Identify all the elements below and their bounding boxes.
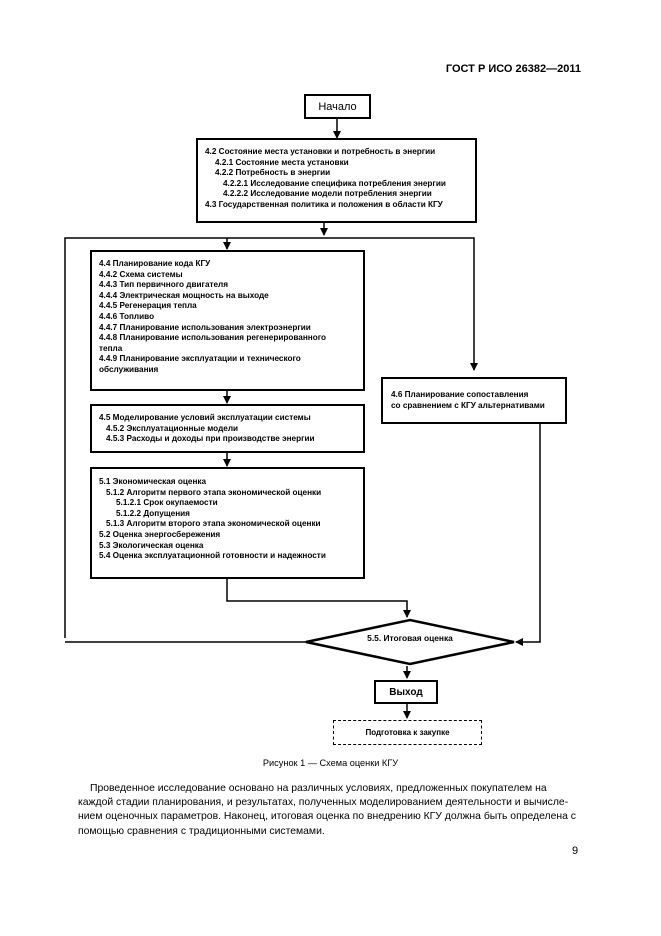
planning-line-3: 4.4.3 Тип первичного двигателя: [99, 280, 229, 290]
start-label: Начало: [318, 100, 357, 113]
site-line-3: 4.2.2 Потребность в энергии: [215, 168, 331, 178]
evaluation-line-3: 5.1.2.1 Срок окупаемости: [116, 498, 218, 508]
planning-line-9: тепла: [99, 343, 123, 353]
modeling-box: 4.5 Моделирование условий эксплуатации с…: [90, 404, 365, 453]
planning-box: 4.4 Планирование кода КГУ 4.4.2 Схема си…: [90, 250, 365, 391]
site-line-5: 4.2.2.2 Исследование модели потребления …: [223, 189, 432, 199]
evaluation-line-1: 5.1 Экономическая оценка: [99, 477, 207, 486]
planning-line-5: 4.4.5 Регенерация тепла: [99, 301, 197, 311]
planning-line-2: 4.4.2 Схема системы: [99, 269, 183, 279]
planning-line-11: обслуживания: [99, 364, 159, 374]
purchase-preparation-box: Подготовка к закупке: [333, 720, 482, 745]
evaluation-line-4: 5.1.2.2 Допущения: [116, 508, 190, 518]
decision-label: 5.5. Итоговая оценка: [367, 633, 453, 643]
paragraph-line-1: Проведенное исследование основано на раз…: [90, 783, 547, 794]
exit-node: Выход: [374, 680, 438, 704]
planning-line-6: 4.4.6 Топливо: [99, 311, 155, 321]
document-code: ГОСТ Р ИСО 26382—2011: [445, 63, 581, 75]
evaluation-line-2: 5.1.2 Алгоритм первого этапа экономическ…: [106, 487, 322, 497]
start-node: Начало: [304, 94, 371, 119]
planning-line-10: 4.4.9 Планирование эксплуатации и технич…: [99, 354, 301, 364]
modeling-line-3: 4.5.3 Расходы и доходы при производстве …: [106, 434, 315, 444]
planning-line-7: 4.4.7 Планирование использования электро…: [99, 322, 311, 332]
modeling-line-1: 4.5 Моделирование условий эксплуатации с…: [99, 413, 311, 422]
modeling-line-2: 4.5.2 Эксплуатационные модели: [106, 423, 239, 433]
comparison-line-1: 4.6 Планирование сопоставления: [391, 390, 529, 399]
paragraph-line-4: помощью сравнения с традиционными систем…: [78, 825, 325, 837]
body-paragraph: Проведенное исследование основано на раз…: [78, 782, 582, 839]
site-line-1: 4.2 Состояние места установки и потребно…: [205, 147, 436, 156]
exit-label: Выход: [389, 686, 423, 698]
paragraph-line-3: нием оценочных параметров. Наконец, итог…: [78, 811, 576, 823]
page-number: 9: [572, 845, 579, 857]
comparison-line-2: со сравнением с КГУ альтернативами: [391, 400, 545, 410]
site-conditions-box: 4.2 Состояние места установки и потребно…: [196, 138, 477, 223]
figure-caption: Рисунок 1 — Схема оценки КГУ: [262, 758, 399, 768]
purchase-label: Подготовка к закупке: [365, 728, 450, 737]
paragraph-line-2: каждой стадии планирования, и результата…: [78, 797, 569, 809]
evaluation-box: 5.1 Экономическая оценка 5.1.2 Алгоритм …: [90, 467, 365, 579]
comparison-box: 4.6 Планирование сопоставления со сравне…: [381, 377, 567, 424]
site-line-4: 4.2.2.1 Исследование специфика потреблен…: [223, 178, 446, 188]
evaluation-line-7: 5.3 Экологическая оценка: [99, 540, 204, 550]
planning-line-4: 4.4.4 Электрическая мощность на выходе: [99, 290, 269, 300]
evaluation-line-5: 5.1.3 Алгоритм второго этапа экономическ…: [106, 519, 321, 529]
site-line-2: 4.2.1 Состояние места установки: [215, 157, 349, 167]
planning-line-8: 4.4.8 Планирование использования регенер…: [99, 333, 327, 343]
site-line-6: 4.3 Государственная политика и положения…: [205, 199, 443, 209]
evaluation-line-6: 5.2 Оценка энергосбережения: [99, 529, 221, 539]
planning-line-1: 4.4 Планирование кода КГУ: [99, 259, 211, 268]
evaluation-line-8: 5.4 Оценка эксплуатационной готовности и…: [99, 551, 326, 561]
decision-diamond: [305, 618, 515, 666]
